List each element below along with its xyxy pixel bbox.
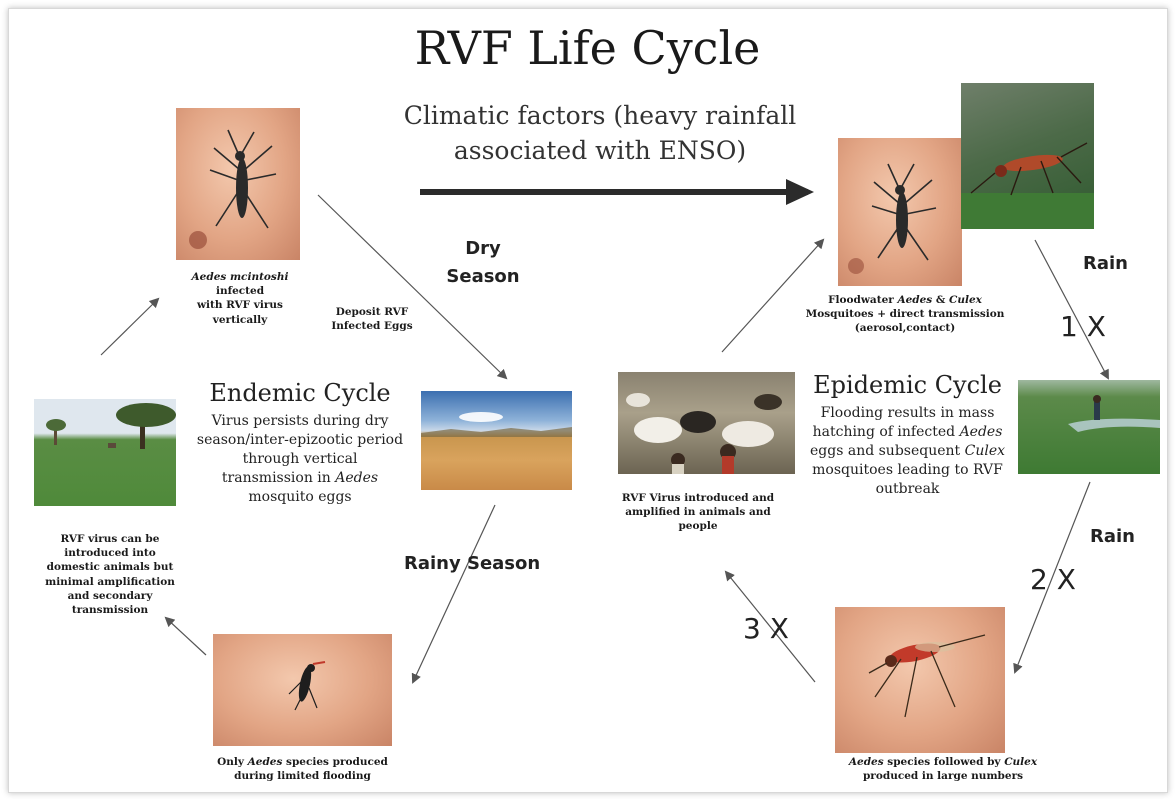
floodwater-text-2: Mosquitoes + direct transmission (aeroso… (806, 308, 1005, 334)
epidemic-cycle-description: Flooding results in mass hatching of inf… (800, 404, 1015, 498)
aedes-culex-text-1: species followed by (884, 756, 1005, 768)
only-aedes-text-2: species produced (282, 756, 388, 768)
domestic-animals-caption: RVF virus can be introduced into domesti… (42, 532, 178, 617)
floodwater-amp: & (932, 294, 949, 306)
epidemic-desc-text-3: mosquitoes leading to RVF outbreak (812, 462, 1003, 497)
aedes-culex-caption: Aedes species followed by Culex produced… (838, 755, 1048, 785)
deposit-eggs-caption: Deposit RVF Infected Eggs (320, 305, 424, 333)
epidemic-desc-aedes: Aedes (960, 424, 1003, 440)
aedes-culex-text-2: produced in large numbers (863, 770, 1023, 782)
count-2x-label: 2 X (1030, 564, 1076, 596)
rain-2-label: Rain (1090, 527, 1135, 548)
only-aedes-caption: Only Aedes species produced during limit… (200, 755, 405, 785)
only-aedes-text-3: during limited flooding (234, 770, 371, 782)
aedes-mcintoshi-caption: Aedes mcintoshi infected with RVF virus … (180, 270, 300, 327)
aedes-mcintoshi-species: Aedes mcintoshi (192, 271, 289, 283)
floodwater-caption: Floodwater Aedes & Culex Mosquitoes + di… (800, 293, 1010, 336)
aedes-mcintoshi-line4: vertically (213, 314, 267, 326)
floodwater-aedes: Aedes (897, 294, 932, 306)
epidemic-cycle-title: Epidemic Cycle (795, 372, 1020, 400)
rainy-season-arrow (413, 505, 495, 682)
aedes-culex-culex: Culex (1004, 756, 1037, 768)
aedes-mcintoshi-line2: infected (216, 285, 264, 297)
endemic-cycle-description: Virus persists during dry season/inter-e… (195, 412, 405, 506)
endemic-desc-aedes: Aedes (335, 470, 378, 486)
dry-season-text: Dry Season (446, 238, 519, 287)
floodwater-text-1: Floodwater (828, 294, 897, 306)
rain-1-label: Rain (1083, 254, 1128, 275)
epidemic-desc-culex: Culex (965, 443, 1005, 459)
rainy-season-label: Rainy Season (404, 554, 540, 575)
epidemic-desc-text-2: eggs and subsequent (810, 443, 965, 459)
floodwater-culex: Culex (949, 294, 982, 306)
aedes-mcintoshi-line3: with RVF virus (197, 299, 283, 311)
only-aedes-species: Aedes (248, 756, 283, 768)
endemic-desc-text-2: mosquito eggs (248, 489, 351, 505)
count-3x-label: 3 X (743, 613, 789, 645)
virus-introduced-caption: RVF Virus introduced and amplified in an… (612, 491, 784, 534)
to-domestic-arrow (166, 618, 206, 655)
count-1x-label: 1 X (1060, 311, 1106, 343)
only-aedes-text-1: Only (217, 756, 248, 768)
dry-season-label: Dry Season (438, 235, 528, 291)
endemic-cycle-title: Endemic Cycle (190, 380, 410, 408)
to-aedes-arrow (101, 299, 158, 355)
aedes-culex-aedes: Aedes (849, 756, 884, 768)
